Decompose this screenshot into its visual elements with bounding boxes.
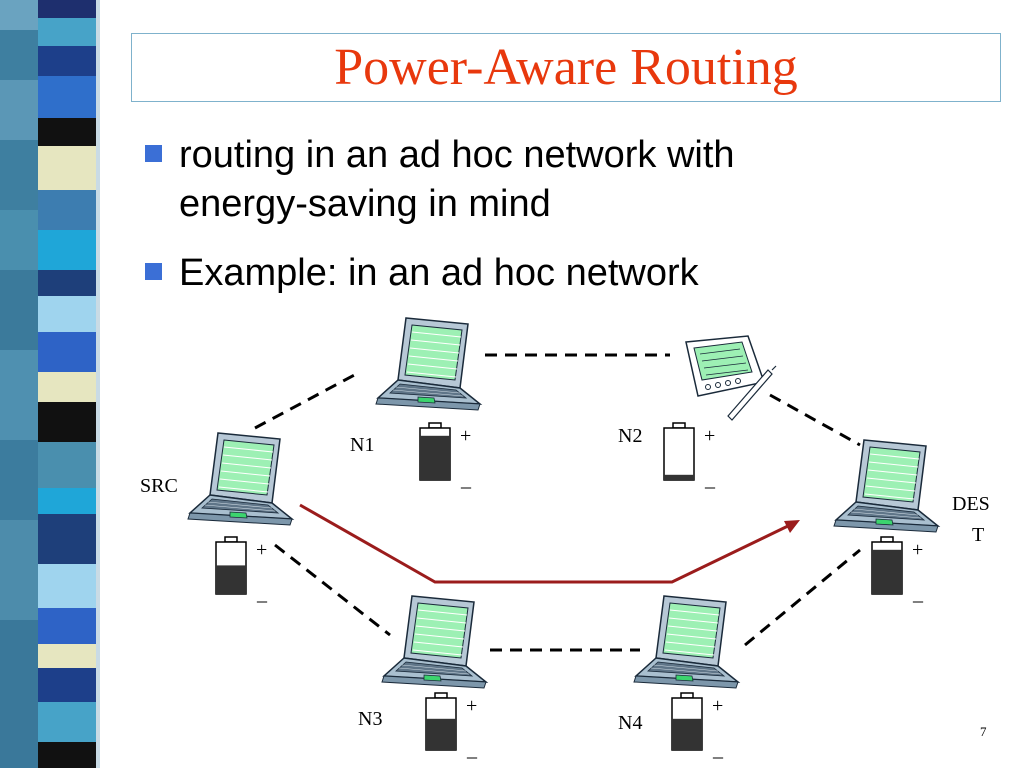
- node-label-dest-line2: T: [972, 524, 984, 546]
- node-label-src: SRC: [140, 475, 178, 497]
- node-label-n1: N1: [350, 434, 374, 456]
- battery-icon-n2: +_: [663, 422, 716, 491]
- laptop-icon-n4: [633, 595, 739, 689]
- bullet-2-line-1: Example: in an ad hoc network: [179, 252, 699, 294]
- battery-plus-n1: +: [460, 425, 471, 447]
- battery-plus-dest: +: [912, 539, 923, 561]
- battery-plus-src: +: [256, 539, 267, 561]
- battery-minus-src: _: [256, 583, 268, 605]
- battery-minus-dest: _: [912, 583, 924, 605]
- battery-plus-n3: +: [466, 695, 477, 717]
- route-arrow: [299, 503, 800, 584]
- battery-icon-n4: +_: [671, 692, 724, 761]
- node-label-dest-line1: DES: [952, 493, 990, 515]
- bullet-1-line-1: routing in an ad hoc network with: [179, 134, 735, 176]
- battery-plus-n2: +: [704, 425, 715, 447]
- battery-level-n3: [426, 718, 456, 750]
- link-src-n3: [274, 543, 391, 637]
- bullet-1-line-2: energy-saving in mind: [179, 183, 551, 225]
- node-label-n2: N2: [618, 425, 642, 447]
- node-label-n4: N4: [618, 712, 642, 734]
- bullet-item-1: routing in an ad hoc network with energy…: [145, 131, 735, 229]
- link-src-n1: [254, 370, 361, 430]
- battery-minus-n2: _: [704, 469, 716, 491]
- slide-title: Power-Aware Routing: [334, 39, 798, 96]
- link-lines: [254, 353, 861, 652]
- battery-level-src: [216, 565, 246, 594]
- node-label-n3: N3: [358, 708, 382, 730]
- battery-minus-n1: _: [460, 469, 472, 491]
- laptop-icon-n3: [381, 595, 487, 689]
- battery-level-n1: [420, 435, 450, 480]
- battery-level-dest: [872, 549, 902, 594]
- title-box: Power-Aware Routing: [131, 33, 1001, 102]
- laptop-icon-src: [187, 432, 293, 526]
- battery-icon-dest: +_: [871, 536, 924, 605]
- battery-level-n2: [664, 474, 694, 480]
- bullet-item-2: Example: in an ad hoc network: [145, 249, 699, 298]
- battery-minus-n4: _: [712, 739, 724, 761]
- battery-plus-n4: +: [712, 695, 723, 717]
- page-number: 7: [980, 724, 987, 739]
- laptop-icon-n1: [375, 317, 481, 411]
- link-n2-dest: [769, 393, 861, 447]
- battery-icon-n1: +_: [419, 422, 472, 491]
- bullet-square-icon: [145, 263, 162, 280]
- link-n4-dest: [744, 548, 861, 647]
- laptop-icon-dest: [833, 439, 939, 533]
- battery-minus-n3: _: [466, 739, 478, 761]
- pda-icon-n2: [685, 335, 777, 421]
- bullet-square-icon: [145, 145, 162, 162]
- battery-icon-n3: +_: [425, 692, 478, 761]
- battery-level-n4: [672, 718, 702, 750]
- decorative-stripe: [0, 0, 120, 768]
- battery-icon-src: +_: [215, 536, 268, 605]
